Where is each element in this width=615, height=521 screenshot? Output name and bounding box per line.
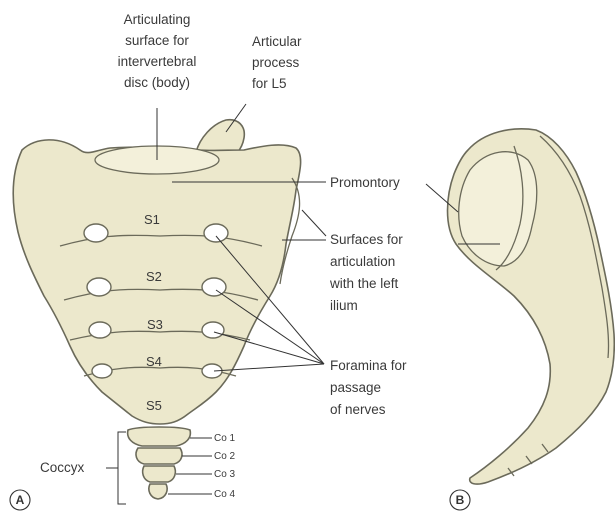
leader-surfaces-a	[302, 210, 326, 236]
svg-text:passage: passage	[330, 380, 381, 395]
segment-label-s5: S5	[146, 398, 162, 413]
coccyx-vertebra-3	[143, 466, 176, 482]
svg-text:B: B	[456, 493, 465, 507]
svg-text:A: A	[16, 493, 25, 507]
coccyx-vertebra-1	[128, 427, 191, 446]
svg-text:with the left: with the left	[329, 276, 399, 291]
svg-text:Foramina for: Foramina for	[330, 358, 407, 373]
svg-text:of nerves: of nerves	[330, 402, 386, 417]
svg-text:for L5: for L5	[252, 76, 287, 91]
panel-marker-b: B	[450, 490, 470, 510]
segment-label-s4: S4	[146, 354, 162, 369]
sacrum-anterior-view	[13, 120, 300, 499]
svg-text:disc (body): disc (body)	[124, 75, 190, 90]
sacrum-lateral-view	[448, 129, 615, 484]
label-coccyx: Coccyx	[40, 460, 85, 475]
coccyx-vertebra-2	[136, 448, 182, 464]
label-promontory: Promontory	[330, 175, 400, 190]
coccyx-vertebra-4	[149, 484, 167, 499]
foramen-right-1	[204, 224, 228, 242]
segment-label-s1: S1	[144, 212, 160, 227]
segment-label-s2: S2	[146, 269, 162, 284]
label-co3: Co 3	[214, 469, 236, 480]
foramen-right-3	[202, 322, 224, 338]
foramen-right-2	[202, 278, 226, 296]
svg-text:intervertebral: intervertebral	[118, 54, 197, 69]
label-surfaces-articulation: Surfaces for articulation with the left …	[329, 232, 403, 313]
svg-text:process: process	[252, 55, 300, 70]
svg-text:Articulating: Articulating	[124, 12, 191, 27]
label-articulating-surface: Articulating surface for intervertebral …	[118, 12, 197, 90]
label-co4: Co 4	[214, 489, 236, 500]
svg-text:ilium: ilium	[330, 298, 358, 313]
svg-text:surface for: surface for	[125, 33, 189, 48]
foramen-left-3	[89, 322, 111, 338]
svg-text:articulation: articulation	[330, 254, 395, 269]
svg-text:Surfaces for: Surfaces for	[330, 232, 403, 247]
coccyx-bracket	[118, 432, 126, 504]
foramen-left-1	[84, 224, 108, 242]
label-co1: Co 1	[214, 433, 236, 444]
segment-label-s3: S3	[147, 317, 163, 332]
label-articular-process: Articular process for L5	[252, 34, 302, 91]
label-foramina: Foramina for passage of nerves	[330, 358, 407, 417]
foramen-left-2	[87, 278, 111, 296]
svg-text:Articular: Articular	[252, 34, 302, 49]
label-co2: Co 2	[214, 451, 236, 462]
panel-marker-a: A	[10, 490, 30, 510]
foramen-left-4	[92, 364, 112, 378]
